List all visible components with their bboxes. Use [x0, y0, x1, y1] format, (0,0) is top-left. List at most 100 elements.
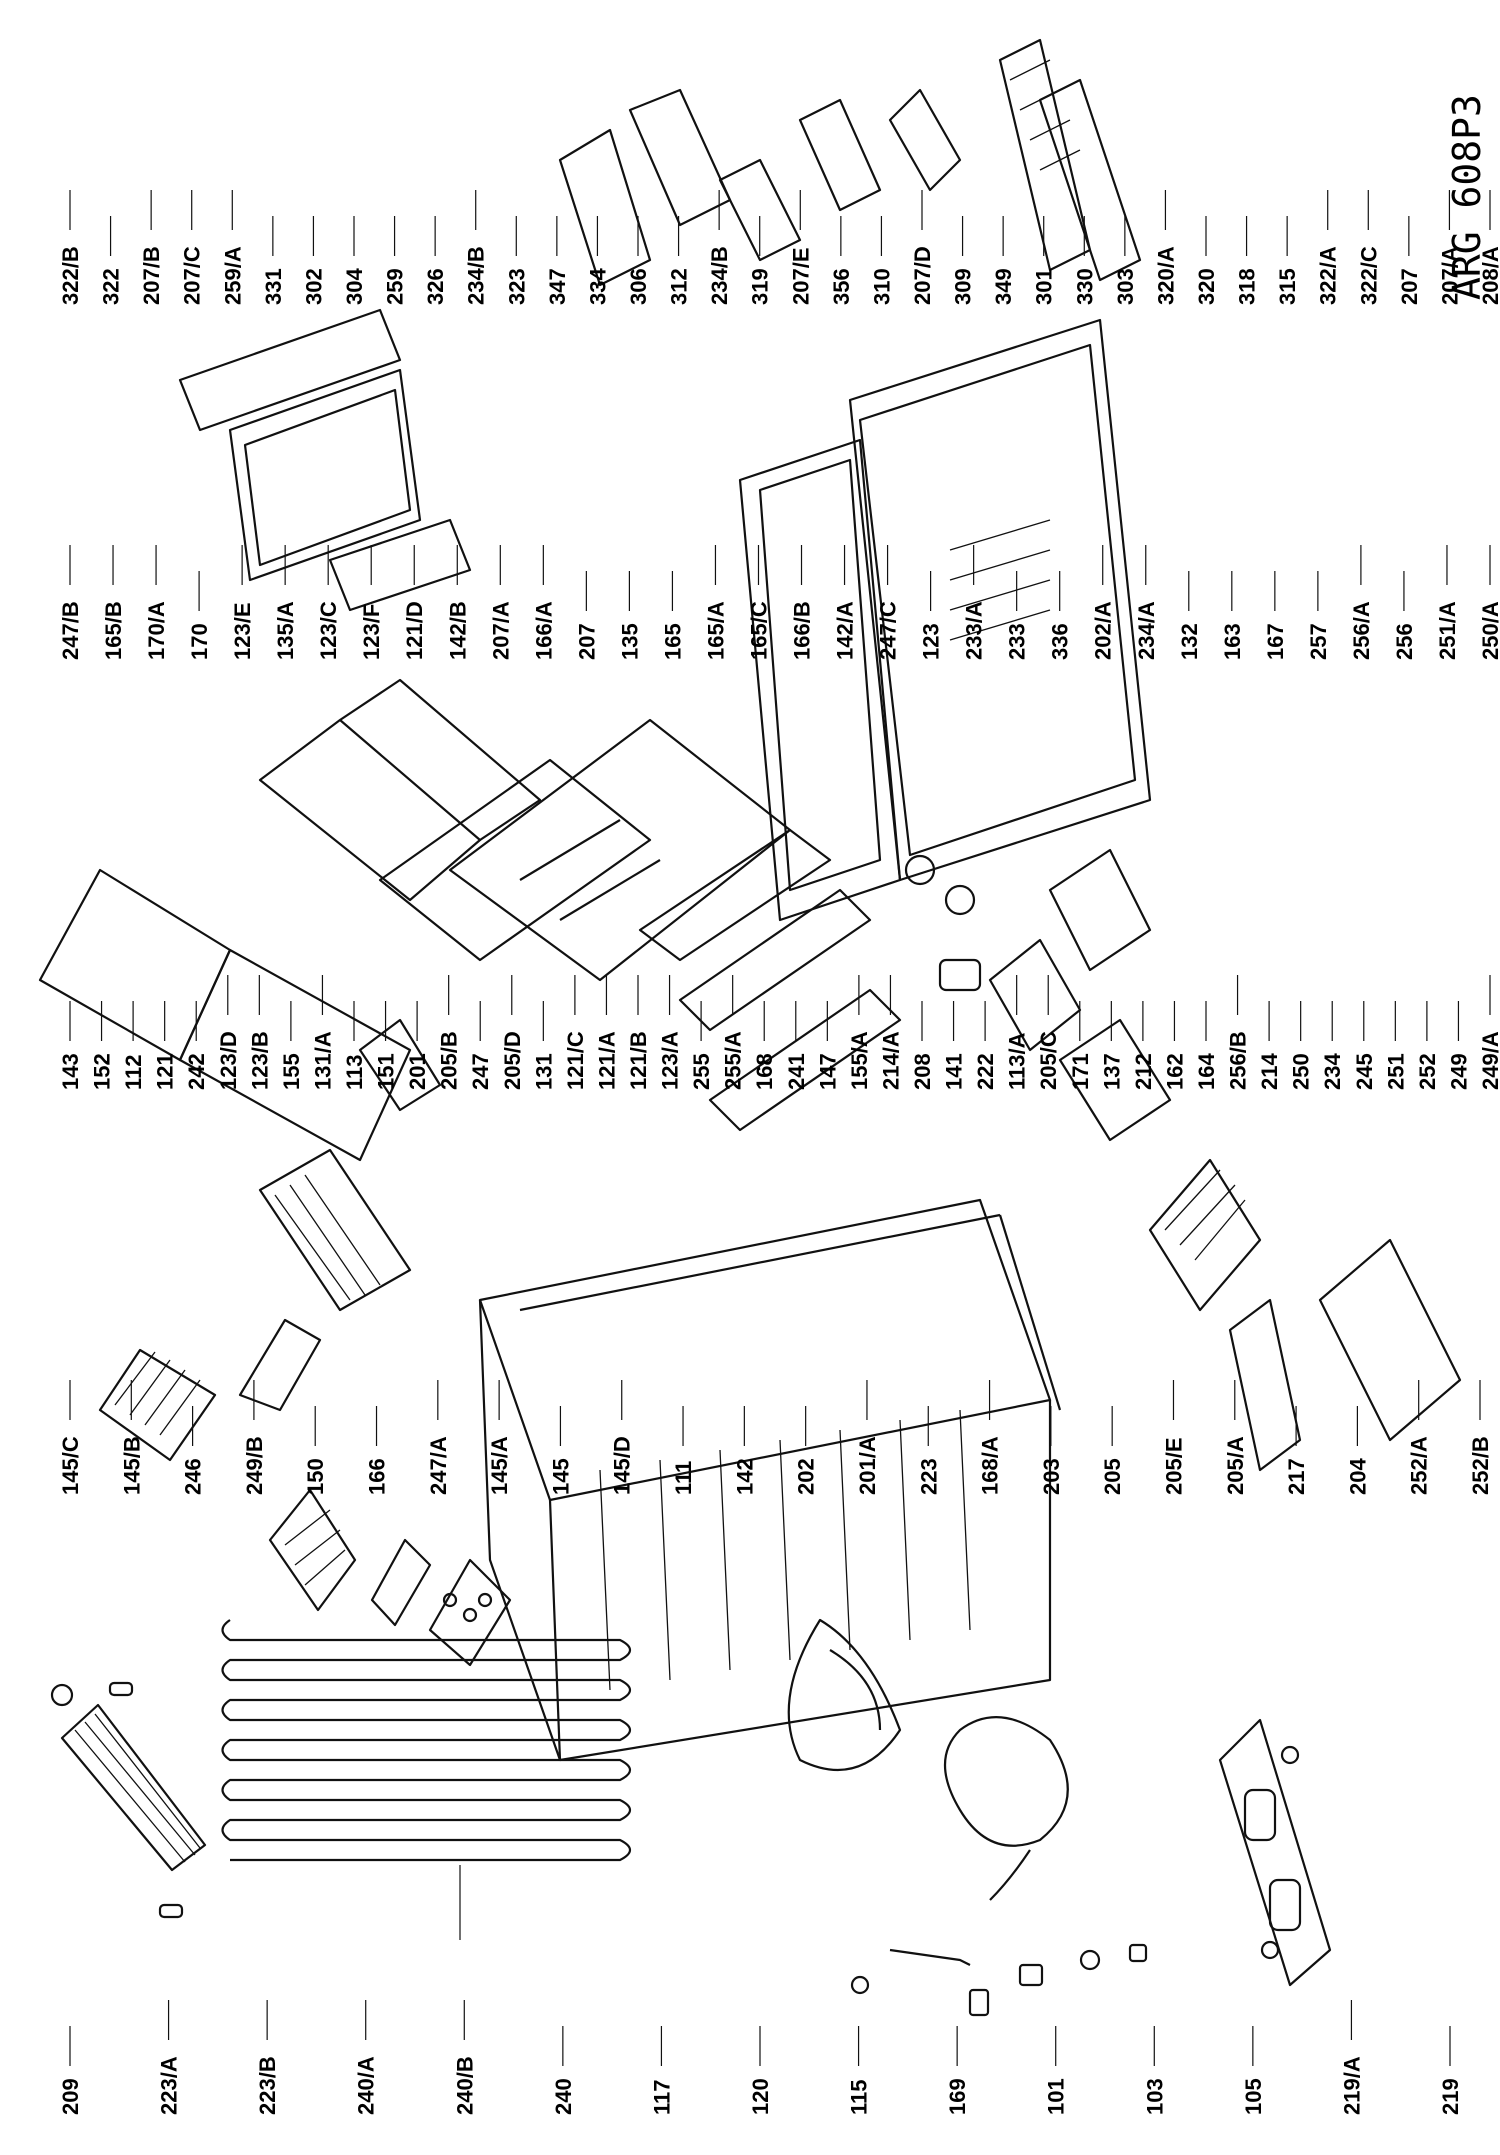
part-label: 117 — [649, 2080, 674, 2116]
part-label: 123/D — [216, 1031, 241, 1090]
part-label: 150 — [303, 1458, 328, 1495]
part-label: 152 — [90, 1053, 115, 1090]
part-label: 252 — [1415, 1053, 1440, 1090]
part-label: 214/A — [878, 1031, 903, 1090]
part-label: 205 — [1100, 1458, 1125, 1495]
part-label: 234/B — [464, 246, 489, 305]
storage-boxes — [268, 1488, 512, 1667]
part-label: 249 — [1446, 1053, 1471, 1090]
part-label: 301 — [1032, 268, 1057, 305]
part-label: 247/A — [426, 1436, 451, 1495]
part-label: 166 — [365, 1458, 390, 1495]
part-label: 303 — [1113, 268, 1138, 305]
part-label: 322 — [99, 268, 124, 305]
part-label: 151 — [374, 1053, 399, 1090]
part-label: 212 — [1131, 1053, 1156, 1090]
evaporator-grill — [50, 1681, 207, 1919]
part-label: 252/B — [1468, 1436, 1493, 1495]
part-label: 169 — [945, 2078, 970, 2115]
part-label: 322/A — [1316, 246, 1341, 305]
part-label: 208 — [910, 1053, 935, 1090]
part-label: 145/B — [119, 1436, 144, 1495]
part-label: 336 — [1048, 623, 1073, 660]
part-label: 170 — [187, 623, 212, 660]
part-label: 334 — [585, 268, 610, 305]
part-label: 322/C — [1356, 246, 1381, 305]
part-label: 155 — [279, 1053, 304, 1090]
part-label: 167 — [1263, 623, 1288, 660]
part-label: 309 — [951, 268, 976, 305]
part-label: 249/B — [242, 1436, 267, 1495]
door-panel-upper — [638, 828, 902, 1132]
part-label: 147 — [815, 1053, 840, 1090]
part-label: 123/C — [316, 601, 341, 660]
part-label: 214 — [1257, 1053, 1282, 1090]
part-label: 121/B — [626, 1031, 651, 1090]
part-label: 223/B — [255, 2056, 280, 2115]
part-label: 256 — [1392, 623, 1417, 660]
part-label: 101 — [1044, 2078, 1069, 2115]
part-label: 256/B — [1226, 1031, 1251, 1090]
cabinet-liner — [478, 1198, 1062, 1762]
part-label: 310 — [869, 268, 894, 305]
part-label: 234/B — [707, 246, 732, 305]
part-label: 322/B — [58, 246, 83, 305]
part-label: 249/A — [1478, 1031, 1500, 1090]
part-label: 331 — [261, 268, 286, 305]
part-label: 113/A — [1005, 1032, 1030, 1090]
freezer-door — [178, 308, 472, 612]
part-label: 168/A — [978, 1436, 1003, 1495]
part-label: 240/A — [354, 2056, 379, 2115]
controls-assembly — [904, 848, 1172, 1142]
part-label: 240/B — [452, 2056, 477, 2115]
part-label: 115 — [847, 2080, 872, 2116]
part-label: 123/B — [247, 1031, 272, 1090]
part-label: 145/A — [487, 1436, 512, 1495]
part-label: 207 — [574, 623, 599, 660]
part-label: 245 — [1352, 1053, 1377, 1090]
part-label: 255 — [689, 1053, 714, 1090]
part-label: 205/E — [1161, 1438, 1186, 1496]
part-label: 251 — [1383, 1053, 1408, 1090]
part-label: 171 — [1068, 1053, 1093, 1090]
part-label: 121/A — [594, 1031, 619, 1090]
part-label: 123/E — [230, 603, 255, 661]
part-label: 234 — [1320, 1053, 1345, 1090]
part-label: 155/A — [847, 1031, 872, 1090]
part-label: 219 — [1438, 2078, 1463, 2115]
part-label: 142/B — [445, 601, 470, 660]
part-label: 208/A — [1478, 246, 1500, 305]
part-label: 302 — [301, 268, 326, 305]
part-label: 165/A — [703, 601, 728, 660]
part-label: 131 — [531, 1053, 556, 1090]
part-label: 250/A — [1478, 601, 1500, 660]
part-label: 121 — [153, 1053, 178, 1090]
part-label: 207 — [1397, 268, 1422, 305]
condenser-coil — [221, 1619, 632, 1940]
part-label: 259/A — [220, 246, 245, 305]
part-label: 207/B — [139, 246, 164, 305]
part-label: 323 — [504, 268, 529, 305]
part-label: 242 — [184, 1053, 209, 1090]
part-label: 247/B — [58, 601, 83, 660]
part-label: 233 — [1005, 623, 1030, 660]
part-label: 234/A — [1134, 601, 1159, 660]
part-label: 207/A — [488, 601, 513, 660]
part-label: 246 — [181, 1458, 206, 1495]
crisper-drawer — [1148, 1158, 1462, 1472]
part-label: 222 — [973, 1053, 998, 1090]
part-label: 170/A — [144, 601, 169, 660]
part-label: 217 — [1284, 1458, 1309, 1495]
part-label: 223/A — [157, 2056, 182, 2115]
part-label: 312 — [667, 268, 692, 305]
part-label: 259 — [383, 268, 408, 305]
part-label: 247/C — [876, 601, 901, 660]
part-label: 165 — [660, 623, 685, 660]
part-label: 123 — [919, 623, 944, 660]
part-label: 250 — [1289, 1053, 1314, 1090]
part-label: 166/A — [531, 601, 556, 660]
part-label: 247 — [468, 1053, 493, 1090]
part-label: 165/B — [101, 601, 126, 660]
